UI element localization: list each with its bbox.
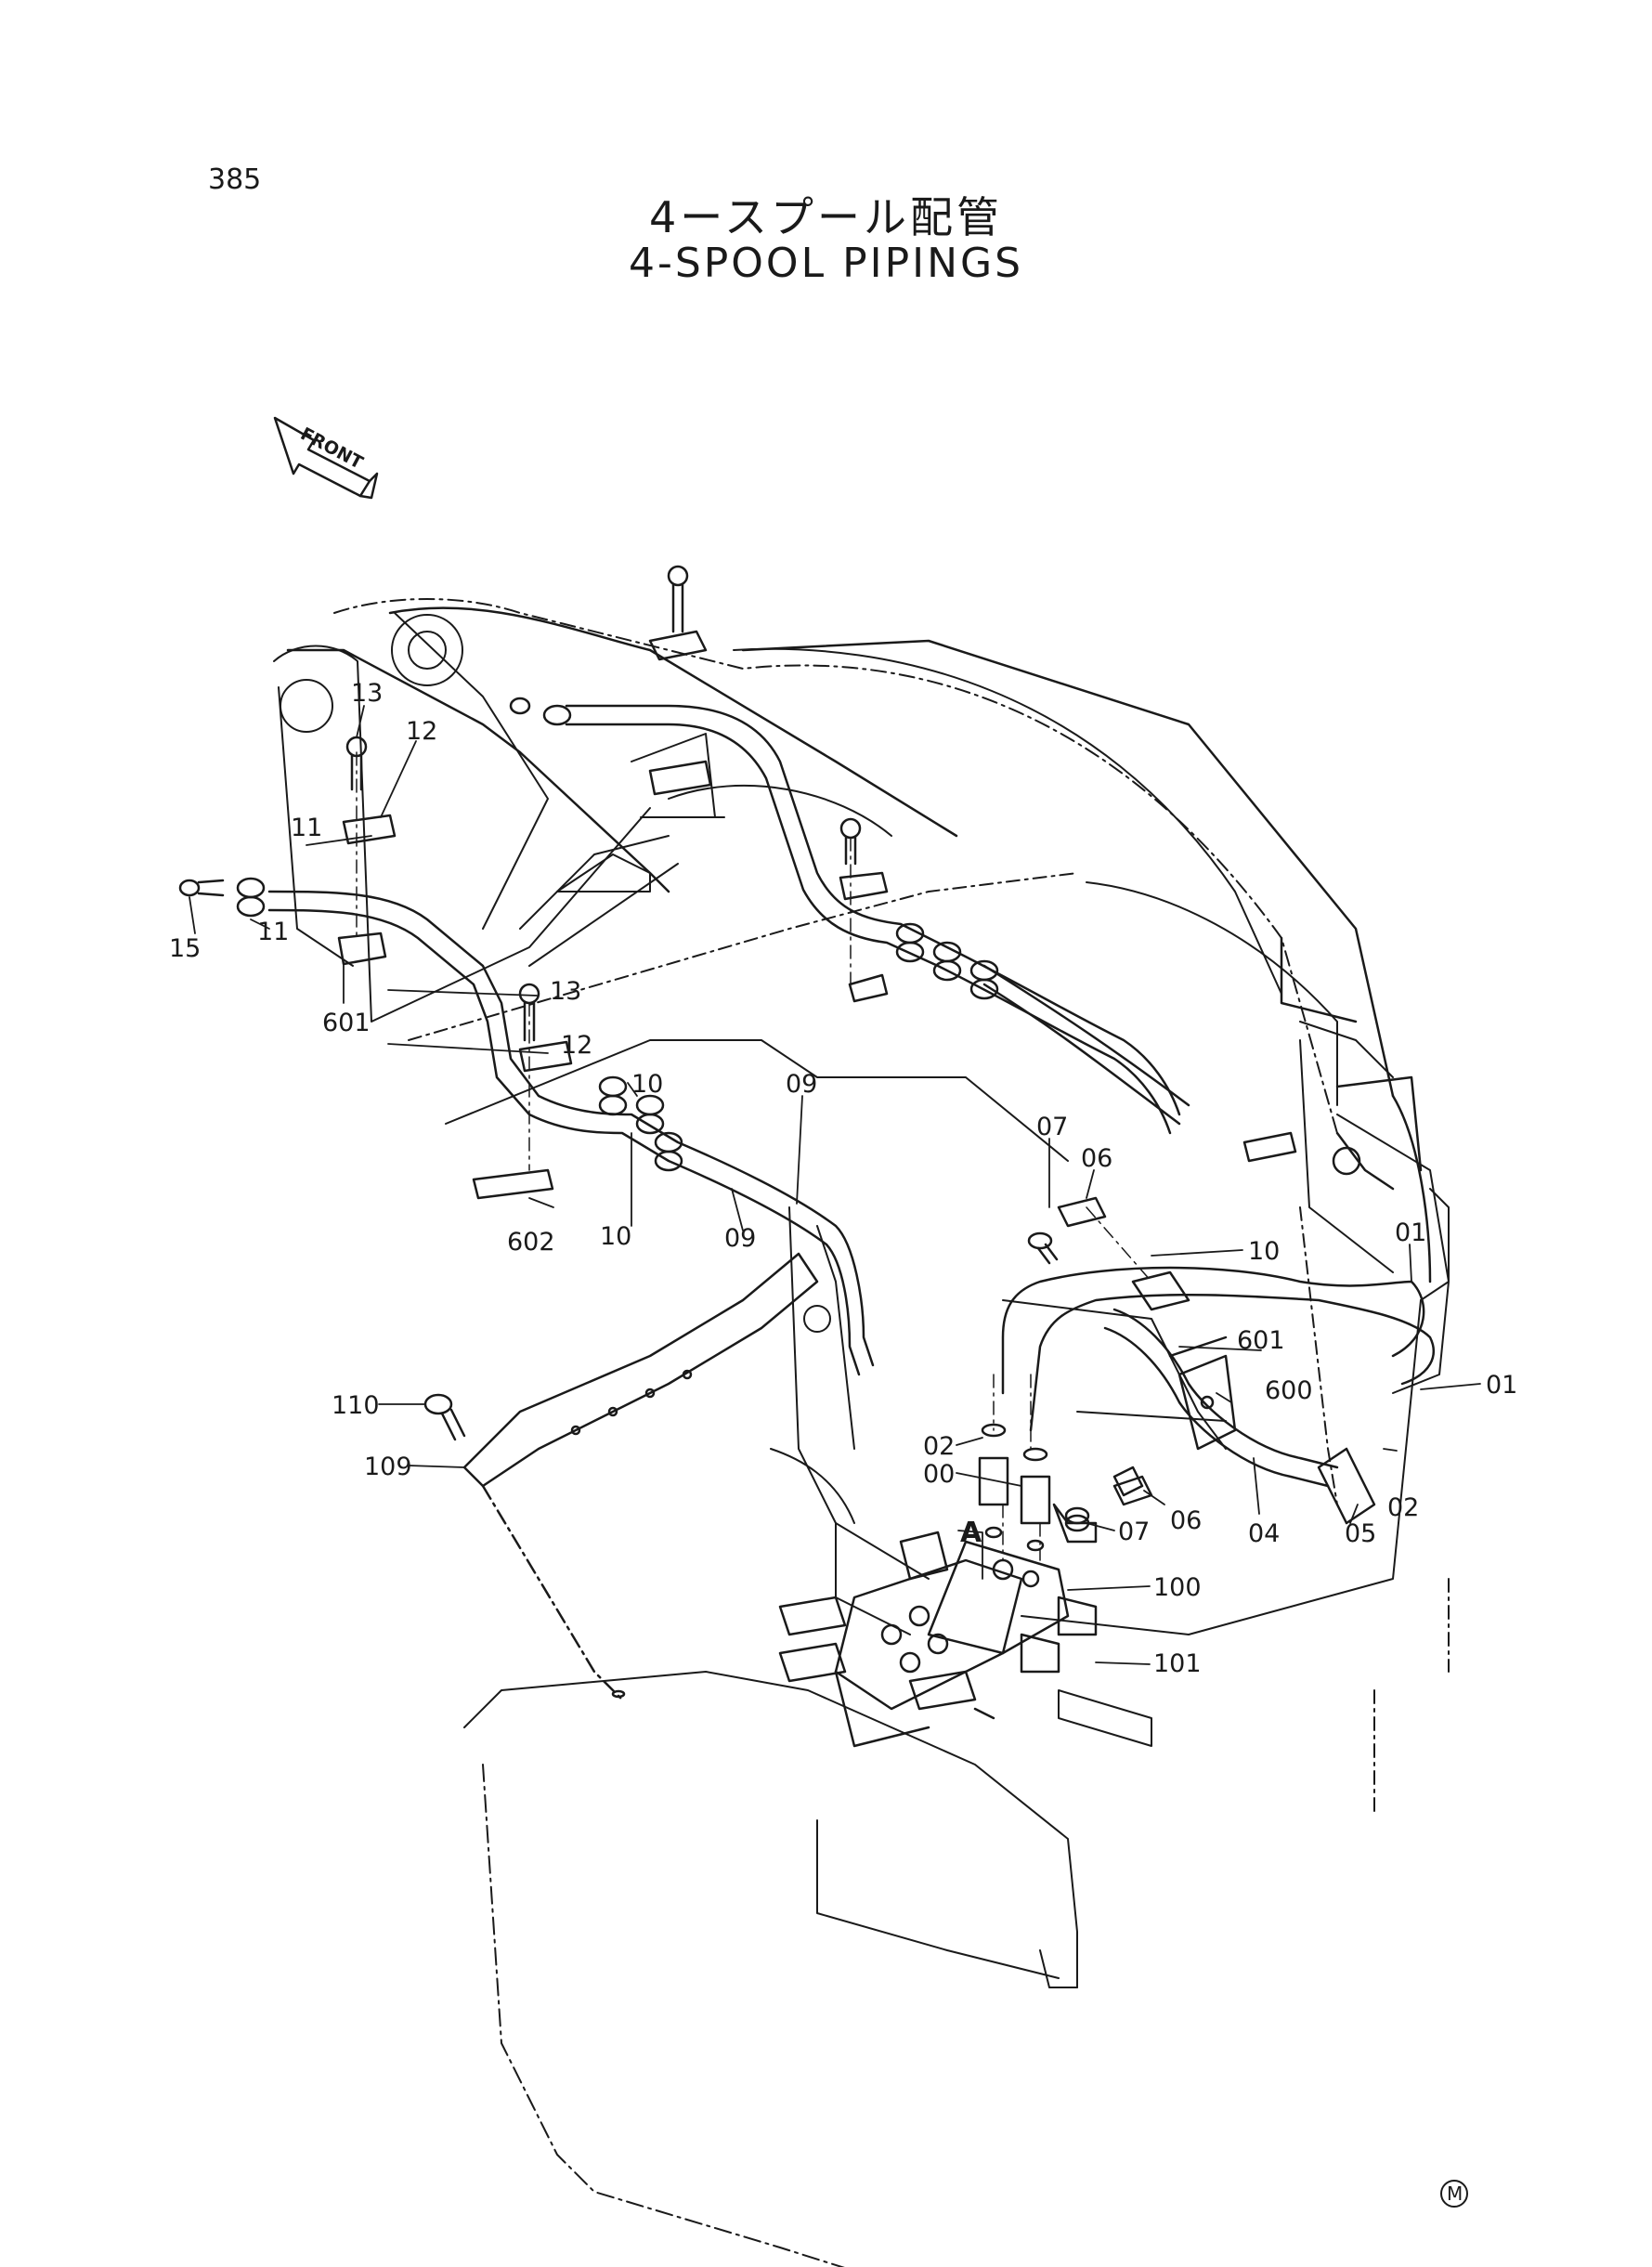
leader-lines bbox=[189, 705, 1481, 1665]
pipe-group-left bbox=[267, 890, 875, 1376]
label-101: 101 bbox=[1153, 1649, 1202, 1678]
label-06-upper: 06 bbox=[1081, 1144, 1112, 1173]
label-601-left: 601 bbox=[322, 1009, 371, 1037]
plate-109 bbox=[462, 1252, 819, 1701]
label-10-lower: 10 bbox=[600, 1222, 631, 1251]
fittings-left bbox=[178, 697, 999, 1172]
part-labels: 13 12 11 11 15 601 13 12 10 09 602 10 09… bbox=[169, 679, 1517, 1678]
label-06-lower: 06 bbox=[1170, 1506, 1202, 1535]
label-04: 04 bbox=[1248, 1519, 1280, 1548]
machine-frame bbox=[273, 598, 1450, 2267]
clamp-right bbox=[839, 817, 889, 1003]
label-01-right: 01 bbox=[1486, 1371, 1517, 1400]
label-11-upper: 11 bbox=[291, 814, 322, 842]
page-number: 385 bbox=[208, 163, 262, 196]
title-japanese: 4ースプール配管 bbox=[649, 192, 1003, 242]
label-01-upper: 01 bbox=[1395, 1218, 1426, 1247]
label-07-lower: 07 bbox=[1118, 1518, 1150, 1546]
pipe-group-valve bbox=[1001, 1266, 1435, 1525]
front-arrow-icon bbox=[273, 416, 379, 500]
label-602: 602 bbox=[507, 1228, 555, 1257]
label-110: 110 bbox=[332, 1391, 380, 1420]
label-600: 600 bbox=[1265, 1376, 1313, 1405]
dash-dot-lines bbox=[356, 751, 1152, 1561]
small-clamp-06-07 bbox=[1027, 1131, 1297, 1532]
label-09-lower: 09 bbox=[724, 1224, 756, 1253]
boom-arm bbox=[286, 606, 1432, 1283]
label-05: 05 bbox=[1345, 1519, 1376, 1548]
label-13-upper: 13 bbox=[351, 679, 383, 708]
title-english: 4-SPOOL PIPINGS bbox=[628, 240, 1024, 287]
clamp-mid bbox=[472, 983, 573, 1200]
label-13-mid: 13 bbox=[550, 977, 581, 1006]
label-12-upper: 12 bbox=[406, 717, 437, 746]
label-02-right: 02 bbox=[1387, 1493, 1419, 1522]
label-100: 100 bbox=[1153, 1573, 1202, 1602]
bolt-110 bbox=[423, 1393, 466, 1441]
label-07-upper: 07 bbox=[1036, 1113, 1068, 1141]
label-15: 15 bbox=[169, 934, 201, 963]
label-10-upper: 10 bbox=[631, 1070, 663, 1099]
corner-mark: M bbox=[1440, 2180, 1468, 2208]
clamp-left bbox=[337, 736, 397, 966]
front-label: FRONT bbox=[297, 423, 366, 474]
pipe-group-right bbox=[565, 704, 1190, 1135]
label-02-left: 02 bbox=[923, 1432, 955, 1461]
label-11-lower: 11 bbox=[257, 918, 289, 946]
label-10-right: 10 bbox=[1248, 1237, 1280, 1266]
label-00: 00 bbox=[923, 1460, 955, 1489]
valve-adapters bbox=[978, 1423, 1144, 1552]
clamp-upper bbox=[648, 565, 712, 796]
corner-mark-letter: M bbox=[1447, 2182, 1463, 2205]
label-601-right: 601 bbox=[1237, 1326, 1285, 1355]
detail-marker-a: A bbox=[960, 1517, 982, 1549]
label-09-upper: 09 bbox=[786, 1070, 817, 1099]
label-12-mid: 12 bbox=[561, 1031, 592, 1060]
bracket-600 bbox=[1168, 1335, 1237, 1451]
control-valve bbox=[778, 1531, 1098, 1748]
label-109: 109 bbox=[364, 1453, 412, 1481]
